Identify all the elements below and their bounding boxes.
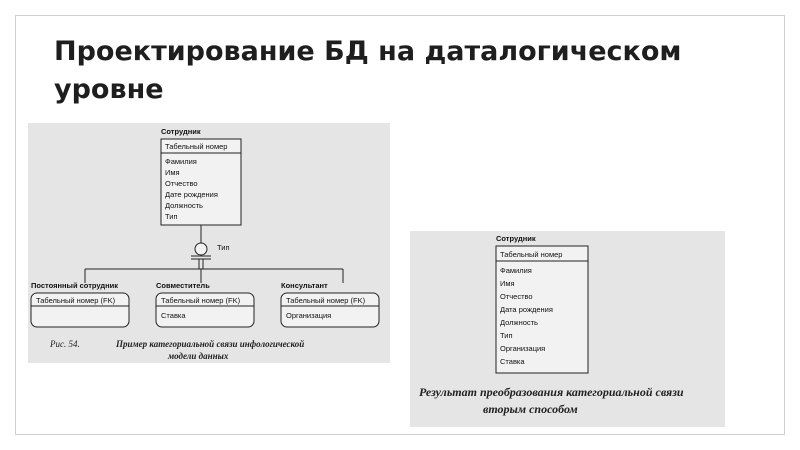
child-entity-box [280, 292, 380, 328]
child-entity-name: Совместитель [156, 281, 210, 290]
category-circle [194, 242, 208, 256]
result-attr: Отчество [500, 292, 533, 301]
result-attr: Ставка [500, 357, 525, 366]
result-diagram: Сотрудник Табельный номер Фамилия Имя От… [419, 234, 684, 416]
result-entity-name: Сотрудник [496, 234, 536, 243]
parent-attr: Имя [165, 168, 180, 177]
parent-attr: Дате рождения [165, 190, 218, 199]
parent-attr: Должность [165, 201, 203, 210]
child-attr: Организация [286, 311, 331, 320]
transformation-result-figure: Сотрудник Табельный номер Фамилия Имя От… [410, 231, 725, 427]
child-key: Табельный номер (FK) [286, 296, 366, 305]
categorical-relationship-figure: Сотрудник Табельный номер Фамилия Имя От… [28, 123, 390, 363]
parent-attr: Отчество [165, 179, 198, 188]
result-key: Табельный номер [500, 250, 562, 259]
child-entity-box [30, 292, 130, 328]
slide-title: Проектирование БД на даталогическом уров… [54, 33, 754, 109]
result-caption-line-1: Результат преобразования категориальной … [419, 385, 684, 399]
figure-caption-line-2: модели данных [167, 351, 229, 361]
result-attr: Тип [500, 331, 513, 340]
title-line-2: уровне [54, 74, 164, 105]
child-key: Табельный номер (FK) [36, 296, 116, 305]
parent-entity-name: Сотрудник [161, 127, 201, 136]
child-entity-name: Постоянный сотрудник [31, 281, 118, 290]
parent-attr: Тип [165, 212, 178, 221]
figure-caption-line-1: Пример категориальной связи инфологическ… [115, 339, 304, 349]
child-entity-name: Консультант [281, 281, 328, 290]
figure-number: Рис. 54. [49, 339, 80, 349]
result-attr: Организация [500, 344, 545, 353]
result-attr: Имя [500, 279, 515, 288]
result-attr: Фамилия [500, 266, 532, 275]
result-attr: Дата рождения [500, 305, 553, 314]
parent-attr: Фамилия [165, 157, 197, 166]
er-diagram: Сотрудник Табельный номер Фамилия Имя От… [30, 127, 380, 361]
result-attr: Должность [500, 318, 538, 327]
title-line-1: Проектирование БД на даталогическом [54, 36, 682, 67]
child-key: Табельный номер (FK) [161, 296, 241, 305]
result-entity-box [495, 245, 589, 374]
child-entity-box [155, 292, 255, 328]
discriminator-label: Тип [217, 243, 230, 252]
parent-key: Табельный номер [165, 142, 227, 151]
result-caption-line-2: вторым способом [483, 402, 578, 416]
child-attr: Ставка [161, 311, 186, 320]
